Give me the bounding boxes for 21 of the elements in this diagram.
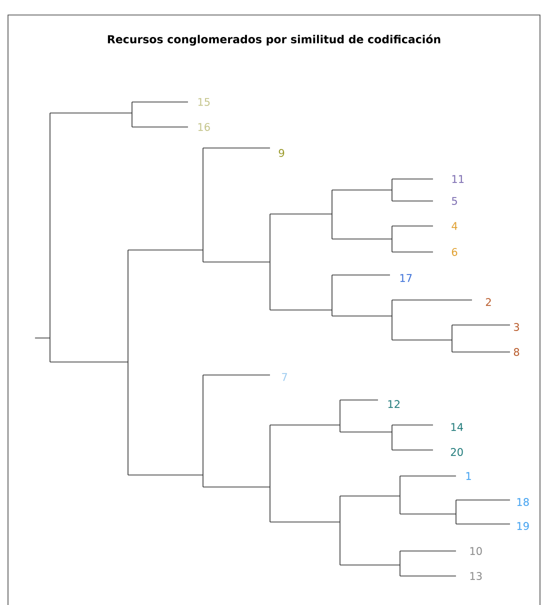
leaf-label: 6 xyxy=(452,248,458,256)
leaf-label: 1 xyxy=(466,472,471,480)
chart-title: Recursos conglomerados por similitud de codificación xyxy=(108,34,440,46)
leaf-label: 20 xyxy=(450,448,463,456)
leaf-label: 11 xyxy=(452,175,464,183)
leaf-label: 7 xyxy=(282,373,287,381)
leaf-label: 9 xyxy=(278,149,284,157)
leaf-label: 12 xyxy=(388,400,400,408)
leaf-label: 19 xyxy=(517,522,529,530)
leaf-label: 14 xyxy=(451,423,463,431)
leaf-label: 13 xyxy=(470,572,482,580)
leaf-label: 18 xyxy=(517,498,529,506)
leaf-label: 15 xyxy=(198,98,210,106)
leaf-label: 8 xyxy=(514,348,520,356)
leaf-label: 10 xyxy=(470,547,482,555)
leaf-label: 4 xyxy=(452,222,458,230)
leaf-label: 2 xyxy=(486,298,491,306)
leaf-label: 16 xyxy=(198,123,210,131)
leaf-label: 5 xyxy=(452,197,457,205)
leaf-label: 17 xyxy=(400,274,412,282)
leaf-label: 3 xyxy=(514,323,520,331)
